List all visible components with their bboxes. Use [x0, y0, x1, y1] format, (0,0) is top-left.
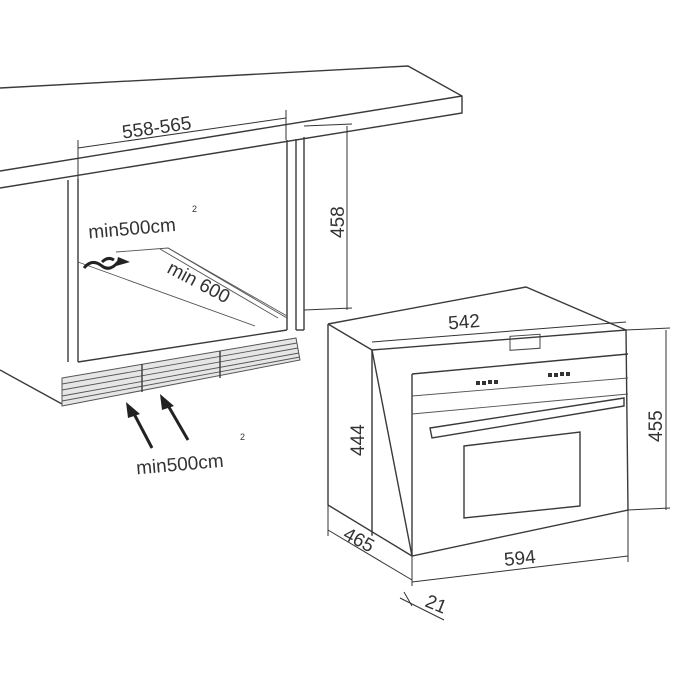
- oven-width-outer-label: 594: [503, 547, 537, 571]
- plinth-vent: [61, 337, 301, 407]
- vent-top-annotation: min500cm 2: [88, 204, 198, 243]
- oven-height-outer-label: 455: [646, 410, 667, 442]
- control-buttons: [476, 372, 570, 385]
- oven-front-depth-label: 21: [422, 591, 449, 618]
- oven-height-inner-dimension: 444: [348, 350, 373, 536]
- oven-front-depth-dimension: 21: [399, 591, 450, 621]
- airflow-arrows-top: [82, 256, 130, 270]
- airflow-arrows-bottom: [126, 394, 190, 449]
- cabinet-width-label: 558-565: [121, 113, 193, 144]
- cabinet-width-dimension: 558-565: [77, 110, 287, 180]
- vent-bottom-superscript: 2: [240, 432, 245, 442]
- oven-height-outer-dimension: 455: [625, 327, 671, 511]
- oven-width-outer-dimension: 594: [411, 510, 629, 583]
- oven-height-inner-label: 444: [348, 424, 369, 456]
- cabinet-height-label: 458: [328, 206, 349, 238]
- oven-depth-dimension: 465: [327, 505, 413, 586]
- vent-top-label: min500cm: [88, 215, 177, 244]
- vent-top-superscript: 2: [192, 204, 197, 214]
- oven-width-inner-label: 542: [447, 311, 480, 335]
- vent-bottom-annotation: min500cm 2: [135, 432, 245, 479]
- cabinet-body: [0, 137, 305, 405]
- vent-bottom-label: min500cm: [135, 451, 224, 480]
- oven-width-inner-dimension: 542: [371, 311, 627, 343]
- worktop: [0, 65, 463, 189]
- cabinet-height-dimension: 458: [303, 123, 353, 311]
